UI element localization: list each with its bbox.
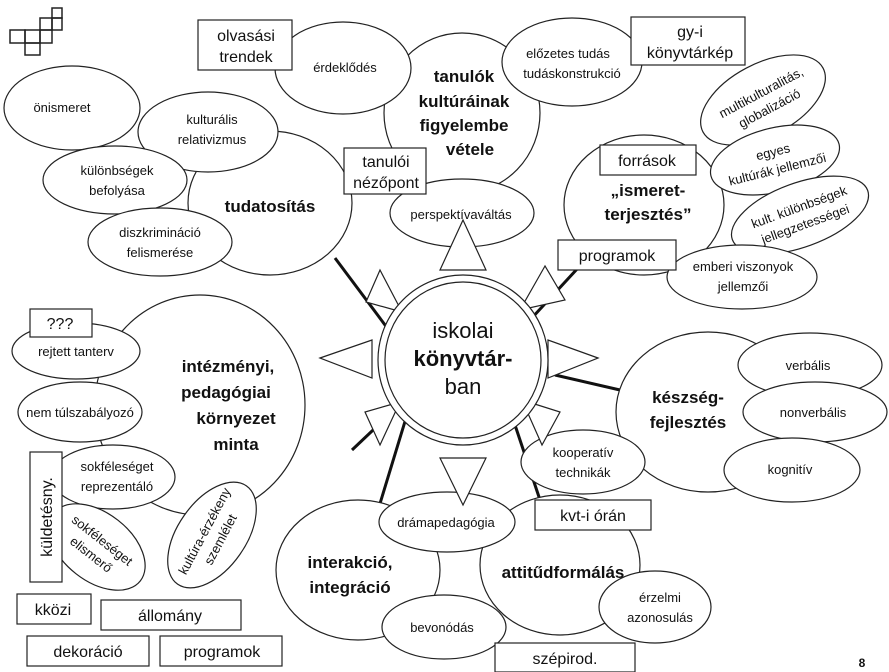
label-nonverbalis: nonverbális — [780, 405, 847, 420]
label-elozetes-2: tudáskonstrukció — [523, 66, 621, 81]
label-kulonbsegek-2: befolyása — [89, 183, 145, 198]
tag-kvt-label: kvt-i órán — [560, 508, 626, 525]
tag-tanuloi-1: tanulói — [362, 154, 409, 171]
bubble-drama — [378, 491, 516, 553]
bubble-onismeret — [3, 65, 141, 151]
bubble-kult — [730, 175, 870, 255]
tanulok-title-4: vétele — [446, 140, 494, 159]
tag-kuldetes-label: küldetésny. — [39, 477, 56, 557]
center-inner-circle — [384, 281, 542, 439]
label-sokfele-2: reprezentáló — [81, 479, 153, 494]
tanulok-title-2: kultúráinak — [419, 92, 510, 111]
center-line1: iskolai — [432, 318, 493, 343]
intezmenyi-title-4: minta — [213, 435, 259, 454]
tag-szepirod — [494, 642, 636, 672]
bubble-kulturalis — [137, 91, 279, 173]
sun-rays — [318, 218, 600, 507]
bubble-emberi — [666, 244, 818, 310]
tag-programok-ismeret-label: programok — [579, 248, 656, 265]
tag-forrasok — [599, 144, 697, 176]
bubble-erzelmi — [598, 570, 712, 644]
tag-szepirod-label: szépirod. — [533, 651, 598, 668]
intezmenyi-title-1: intézményi, — [182, 357, 275, 376]
label-onismeret: önismeret — [33, 100, 90, 115]
tanulok-title-3: figyelembe — [420, 116, 509, 135]
tanulok-title-1: tanulók — [434, 67, 495, 86]
bubble-kognitiv — [723, 437, 861, 503]
center-line3: ban — [445, 374, 482, 399]
bubble-diszkriminacio — [87, 207, 233, 277]
tag-tanuloi-2: nézőpont — [353, 175, 419, 192]
tag-tanuloi — [343, 147, 427, 195]
label-kulturalis-1: kulturális — [186, 112, 238, 127]
attitud-title: attitűdformálás — [502, 563, 625, 582]
label-erzelmi-2: azonosulás — [627, 610, 693, 625]
label-sokfele-1: sokféleséget — [81, 459, 154, 474]
tag-gyi-2: könyvtárkép — [647, 45, 733, 62]
tag-kkozi-label: kközi — [35, 602, 71, 619]
keszseg-title-1: készség- — [652, 388, 724, 407]
ismeret-title-2: terjesztés” — [605, 205, 692, 224]
bubble-kooperativ — [520, 429, 646, 495]
tag-qqq-label: ??? — [47, 316, 74, 333]
ismeret-title-1: „ismeret- — [611, 181, 686, 200]
label-erdeklodes: érdeklődés — [313, 60, 377, 75]
label-kulturalis-2: relativizmus — [178, 132, 247, 147]
label-kooperativ-1: kooperatív — [553, 445, 614, 460]
tag-gyi-1: gy-i — [677, 24, 703, 41]
tag-gyi — [630, 16, 746, 66]
bubble-bevonodas — [381, 594, 507, 660]
label-emberi-1: emberi viszonyok — [693, 259, 794, 274]
bubble-kulturaerzekeny — [167, 481, 257, 589]
intezmenyi-title-3: környezet — [196, 409, 276, 428]
bubble-sokfele — [50, 444, 176, 510]
label-diszkriminacio-2: felismerése — [127, 245, 193, 260]
bubble-nemtul — [17, 381, 143, 443]
bubble-kulonbsegek — [42, 145, 188, 215]
tag-dekoracio-label: dekoráció — [53, 644, 122, 661]
label-diszkriminacio-1: diszkrimináció — [119, 225, 201, 240]
label-emberi-2: jellemzői — [717, 279, 769, 294]
label-elozetes-1: előzetes tudás — [526, 46, 610, 61]
tag-programok-intez-label: programok — [184, 644, 261, 661]
tag-kuldetes — [29, 451, 63, 583]
tag-olvasasi — [197, 19, 293, 71]
label-perspektiva: perspektívaváltás — [410, 207, 512, 222]
tag-forrasok-label: források — [618, 153, 677, 170]
tag-kkozi — [16, 593, 92, 625]
tag-programok-ismeret — [557, 239, 677, 271]
intezmenyi-title-2: pedagógiai — [181, 383, 271, 402]
center-line2: könyvtár- — [413, 346, 512, 371]
bubble-elozetes — [501, 17, 643, 107]
label-kulonbsegek-1: különbségek — [81, 163, 154, 178]
tag-allomany-label: állomány — [138, 608, 202, 625]
keszseg-title-2: fejlesztés — [650, 413, 727, 432]
logo-icon — [9, 7, 63, 56]
interakcio-title-1: interakció, — [307, 553, 392, 572]
tag-olvasasi-1: olvasási — [217, 28, 275, 45]
label-bevonodas: bevonódás — [410, 620, 474, 635]
label-verbalis: verbális — [786, 358, 831, 373]
label-kognitiv: kognitív — [768, 462, 813, 477]
tudatositas-title: tudatosítás — [225, 197, 316, 216]
tag-dekoracio — [26, 635, 150, 667]
label-rejtett: rejtett tanterv — [38, 344, 114, 359]
tag-olvasasi-2: trendek — [219, 49, 273, 66]
tag-qqq — [29, 308, 93, 338]
interakcio-title-2: integráció — [309, 578, 390, 597]
tag-programok-intez — [159, 635, 283, 667]
page-number: 8 — [859, 656, 866, 670]
tag-allomany — [100, 599, 242, 631]
label-kooperativ-2: technikák — [556, 465, 611, 480]
label-nemtul: nem túlszabályozó — [26, 405, 134, 420]
label-drama: drámapedagógia — [397, 515, 495, 530]
label-erzelmi-1: érzelmi — [639, 590, 681, 605]
tag-kvt — [534, 499, 652, 531]
